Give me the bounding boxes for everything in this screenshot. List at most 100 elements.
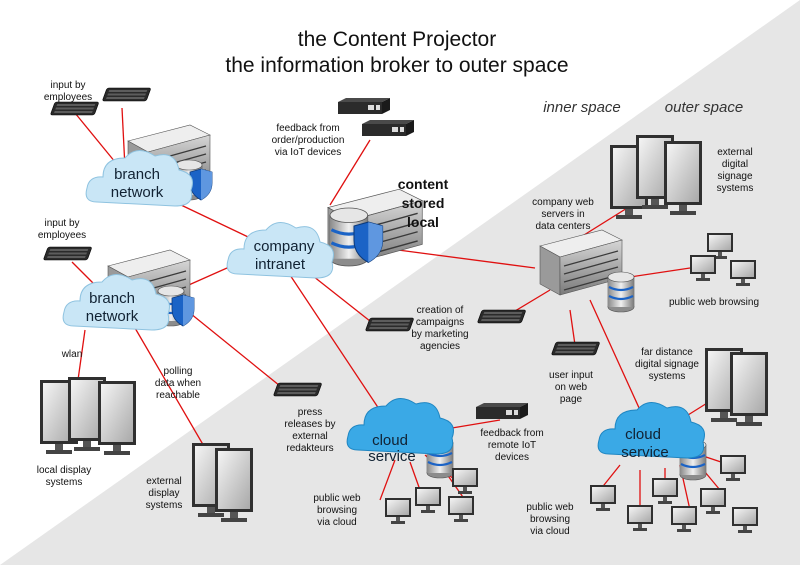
svg-text:public web: public web xyxy=(313,493,361,504)
svg-text:branch: branch xyxy=(114,166,160,183)
local-display-monitors xyxy=(40,377,136,455)
svg-text:browsing: browsing xyxy=(530,514,570,525)
svg-text:public web browsing: public web browsing xyxy=(669,297,759,308)
svg-text:remote IoT: remote IoT xyxy=(488,440,536,451)
feedback-iot-label: feedback from order/production via IoT d… xyxy=(272,123,345,158)
wlan-label: wlan xyxy=(61,349,83,360)
external-signage-label: external digital signage systems xyxy=(717,147,754,194)
title-line-2: the information broker to outer space xyxy=(225,54,568,77)
external-display-label: external display systems xyxy=(146,476,183,511)
svg-text:cloud: cloud xyxy=(625,426,661,443)
svg-text:agencies: agencies xyxy=(420,341,460,352)
svg-text:digital: digital xyxy=(722,159,748,170)
svg-text:far distance: far distance xyxy=(641,347,693,358)
svg-text:local display: local display xyxy=(37,465,91,476)
svg-text:systems: systems xyxy=(717,183,754,194)
iot-device-icon xyxy=(362,120,414,136)
svg-text:company web: company web xyxy=(532,197,594,208)
svg-text:public web: public web xyxy=(526,502,574,513)
local-display-label: local display systems xyxy=(37,465,91,488)
input-by-employees-top: input by employees xyxy=(44,80,92,103)
svg-text:systems: systems xyxy=(649,371,686,382)
svg-text:releases by: releases by xyxy=(284,419,335,430)
svg-text:via IoT devices: via IoT devices xyxy=(275,147,342,158)
svg-text:campaigns: campaigns xyxy=(416,317,464,328)
keyboard-icon xyxy=(272,382,323,397)
svg-text:by marketing: by marketing xyxy=(411,329,468,340)
svg-text:service: service xyxy=(621,444,669,461)
svg-text:intranet: intranet xyxy=(255,256,306,273)
title-line-1: the Content Projector xyxy=(298,28,496,51)
svg-text:employees: employees xyxy=(38,230,86,241)
svg-text:local: local xyxy=(407,214,439,230)
svg-text:data when: data when xyxy=(155,378,201,389)
svg-text:cloud: cloud xyxy=(372,432,408,449)
svg-text:external: external xyxy=(292,431,328,442)
svg-text:devices: devices xyxy=(495,452,529,463)
campaigns-label: creation of campaigns by marketing agenc… xyxy=(411,305,468,352)
svg-text:systems: systems xyxy=(146,500,183,511)
cloud-service-right: cloud service xyxy=(597,401,705,461)
public-web-browsing-label: public web browsing xyxy=(669,297,759,308)
user-input-label: user input on web page xyxy=(549,370,593,405)
svg-text:content: content xyxy=(398,176,449,192)
database-icon xyxy=(606,270,636,314)
content-stored-local-label: content stored local xyxy=(398,176,449,230)
input-by-employees-mid: input by employees xyxy=(38,218,86,241)
public-web-cloud-right-label: public web browsing via cloud xyxy=(526,502,574,537)
svg-text:external: external xyxy=(146,476,182,487)
svg-text:signage: signage xyxy=(717,171,752,182)
svg-text:on web: on web xyxy=(555,382,588,393)
svg-text:via cloud: via cloud xyxy=(530,526,569,537)
keyboard-icon xyxy=(476,309,527,324)
company-intranet-cloud: company intranet xyxy=(226,221,334,279)
svg-text:employees: employees xyxy=(44,92,92,103)
svg-text:via cloud: via cloud xyxy=(317,517,356,528)
cloud-service-left: cloud service xyxy=(346,397,454,465)
keyboard-icon xyxy=(49,101,100,116)
svg-text:creation of: creation of xyxy=(417,305,464,316)
svg-text:servers in: servers in xyxy=(541,209,584,220)
svg-text:feedback from: feedback from xyxy=(480,428,543,439)
svg-text:network: network xyxy=(111,184,164,201)
svg-text:order/production: order/production xyxy=(272,135,345,146)
svg-text:systems: systems xyxy=(46,477,83,488)
polling-label: polling data when reachable xyxy=(155,366,201,401)
inner-space-label: inner space xyxy=(543,99,621,116)
svg-text:service: service xyxy=(368,448,416,465)
svg-text:external: external xyxy=(717,147,753,158)
branch-network-cloud-bottom: branch network xyxy=(62,273,170,331)
svg-text:company: company xyxy=(254,238,315,255)
svg-text:input by: input by xyxy=(44,218,79,229)
svg-text:browsing: browsing xyxy=(317,505,357,516)
outer-space-label: outer space xyxy=(665,99,743,116)
far-signage-label: far distance digital signage systems xyxy=(635,347,699,382)
svg-text:user input: user input xyxy=(549,370,593,381)
svg-text:display: display xyxy=(148,488,179,499)
svg-text:input by: input by xyxy=(50,80,85,91)
keyboard-icon xyxy=(364,317,415,332)
svg-text:page: page xyxy=(560,394,583,405)
svg-text:digital signage: digital signage xyxy=(635,359,699,370)
keyboard-icon xyxy=(101,87,152,102)
keyboard-icon xyxy=(42,246,93,261)
svg-text:network: network xyxy=(86,308,139,325)
svg-text:press: press xyxy=(298,407,322,418)
branch-network-cloud-top: branch network xyxy=(85,149,193,207)
svg-text:feedback from: feedback from xyxy=(276,123,339,134)
svg-text:branch: branch xyxy=(89,290,135,307)
svg-text:stored: stored xyxy=(402,195,445,211)
svg-text:data centers: data centers xyxy=(535,221,590,232)
keyboard-icon xyxy=(550,341,601,356)
feedback-remote-label: feedback from remote IoT devices xyxy=(480,428,543,463)
press-releases-label: press releases by external redakteurs xyxy=(284,407,335,454)
svg-text:wlan: wlan xyxy=(61,349,83,360)
iot-device-icon xyxy=(338,98,390,114)
iot-device-icon xyxy=(476,403,528,419)
public-web-cloud-left-label: public web browsing via cloud xyxy=(313,493,361,528)
svg-text:polling: polling xyxy=(164,366,193,377)
web-servers-label: company web servers in data centers xyxy=(532,197,594,232)
svg-text:reachable: reachable xyxy=(156,390,200,401)
